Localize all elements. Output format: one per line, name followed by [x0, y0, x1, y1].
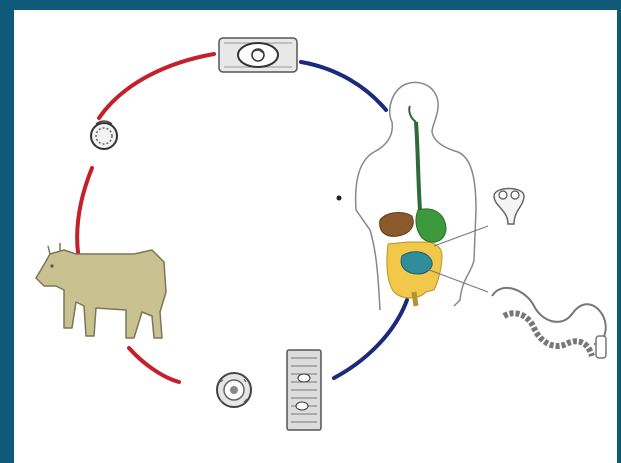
oncosphere-icon [217, 373, 251, 407]
cycle-arc-blue-top [301, 62, 386, 110]
cycle-arc-red-left [77, 168, 92, 260]
life-cycle-diagram [14, 10, 617, 463]
diagram-canvas [14, 10, 617, 463]
marker-dot [337, 196, 342, 201]
cycle-arc-red-top [99, 54, 214, 118]
muscle-tissue-icon [287, 350, 321, 430]
egg-icon [91, 121, 117, 149]
cycle-arc-blue-bottom [334, 300, 407, 378]
tapeworm-icon [492, 288, 606, 358]
human-torso-icon [356, 82, 488, 310]
scolex-icon [494, 189, 524, 225]
cow-icon [36, 243, 166, 338]
cycle-arc-red-bottom [129, 348, 179, 382]
proglottid-strip-icon [219, 38, 297, 72]
